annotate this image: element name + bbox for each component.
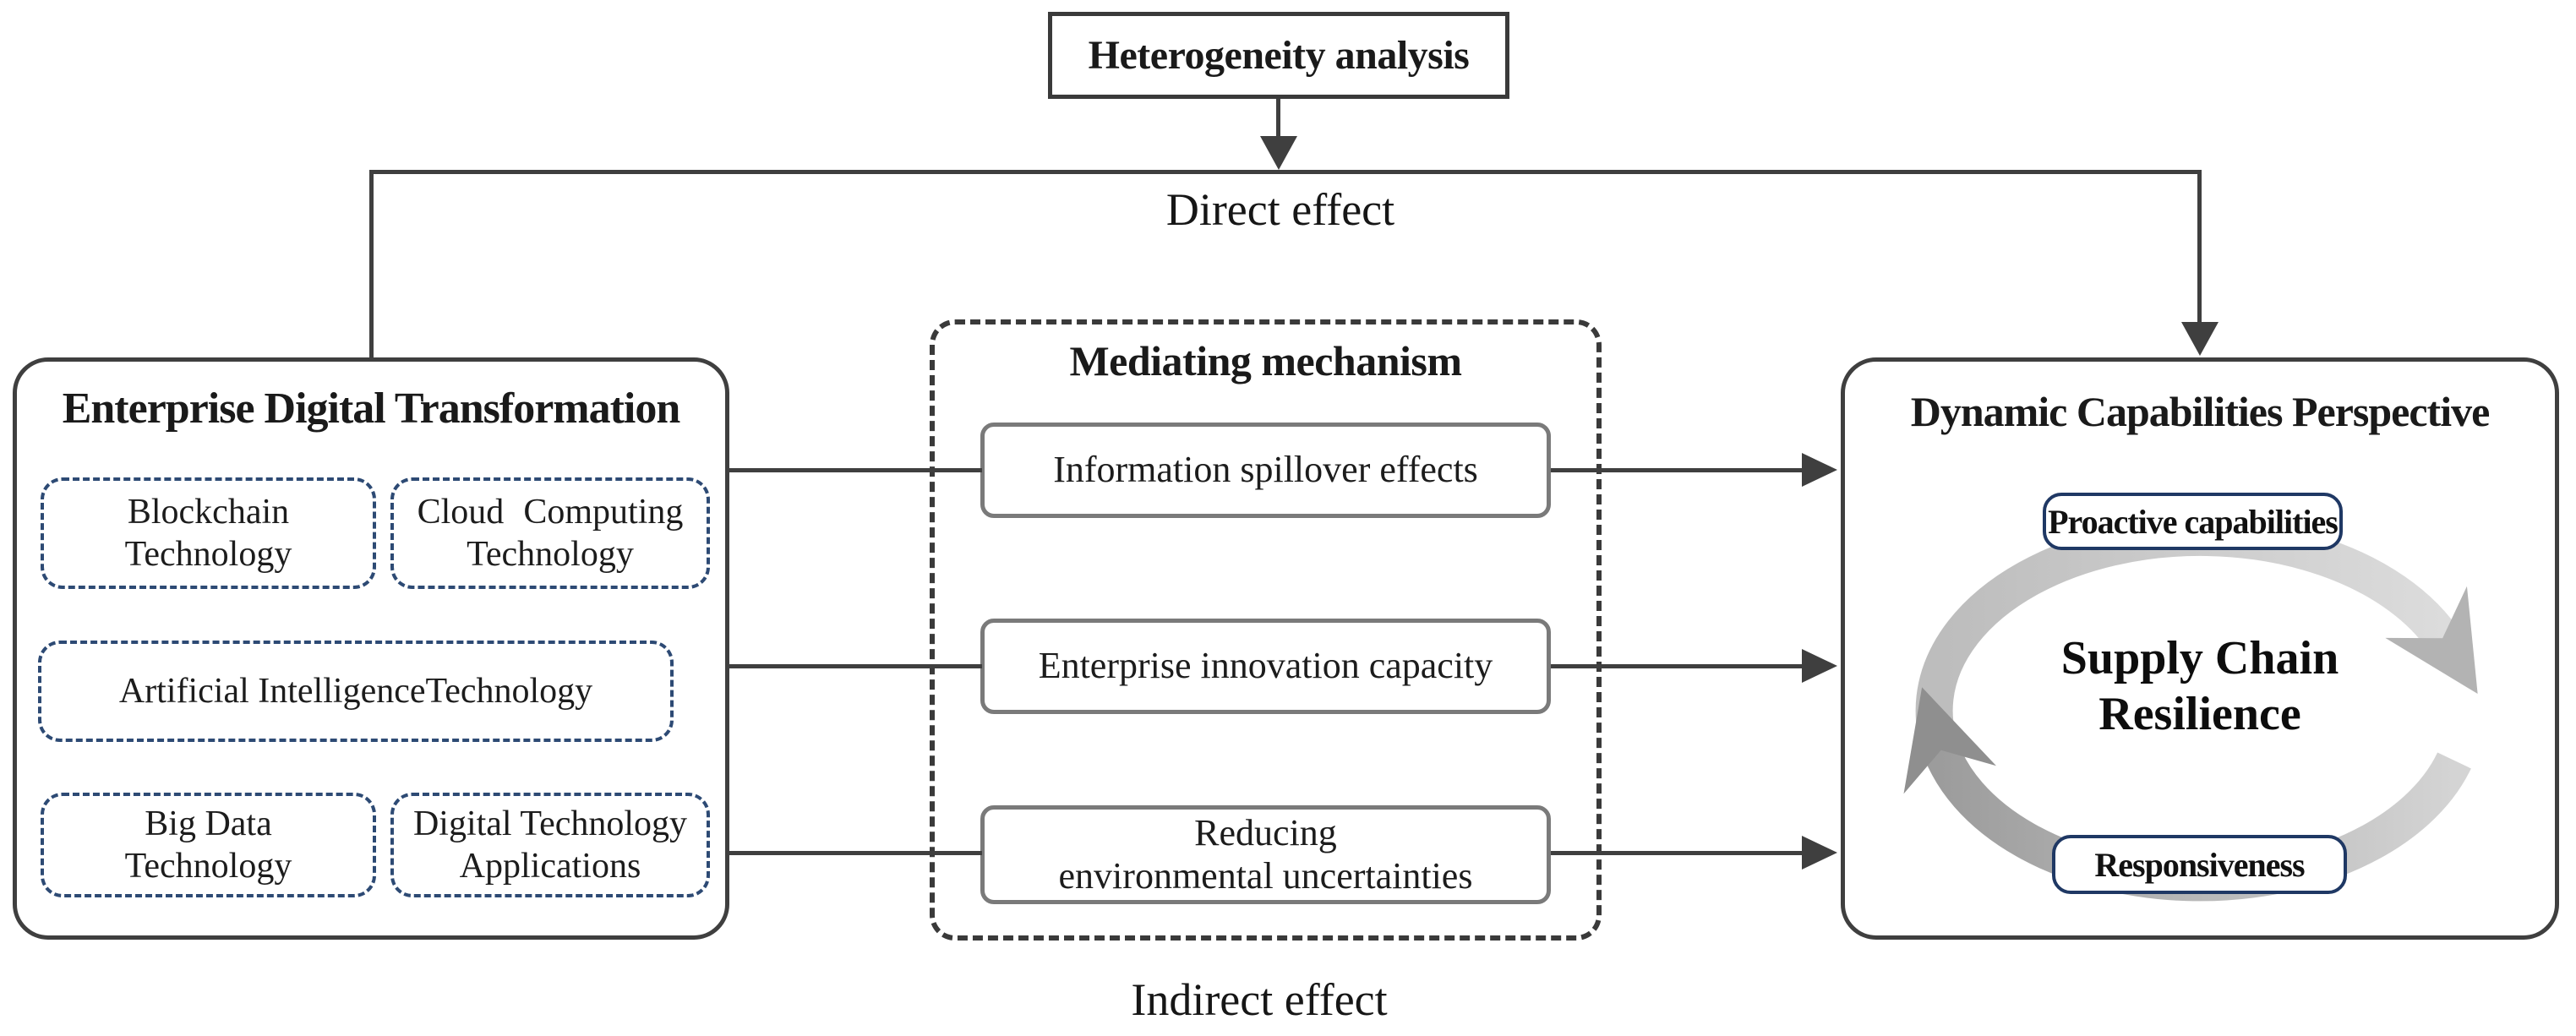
connector-mediator-3-to-dcp [1551,851,1804,855]
mediating-title: Mediating mechanism [1069,337,1462,384]
mediating-mechanism-box: Mediating mechanism Information spillove… [930,319,1602,941]
mediator-environmental-uncertainty: Reducing environmental uncertainties [980,805,1551,904]
tech-item-label: Technology [124,847,292,886]
tech-item-cloud-computing: Cloud Computing Technology [390,477,710,589]
tech-item-label: Technology [124,535,292,574]
heterogeneity-arrow-shaft [1276,99,1280,139]
edt-title: Enterprise Digital Transformation [62,384,681,433]
tech-item-label: Digital Technology [412,804,688,843]
proactive-capabilities-label: Proactive capabilities [2048,502,2339,541]
direct-effect-right-drop [2197,170,2202,324]
down-arrowhead-icon [2181,322,2219,356]
proactive-capabilities-pill: Proactive capabilities [2043,493,2343,550]
down-arrowhead-icon [1260,136,1297,170]
direct-effect-left-drop [369,170,374,359]
tech-item-digital-applications: Digital Technology Applications [390,793,710,897]
right-arrowhead-icon [1802,649,1837,683]
resilience-line: Resilience [2098,688,2301,741]
connector-edt-to-mediator-1 [728,468,982,472]
mediator-label: environmental uncertainties [1058,854,1473,897]
heterogeneity-analysis-label: Heterogeneity analysis [1088,33,1470,78]
tech-item-label: Cloud Computing [417,492,684,532]
tech-item-big-data: Big Data Technology [41,793,376,897]
supply-chain-resilience-label: Supply Chain Resilience [1845,630,2555,742]
mediator-label: Information spillover effects [1053,449,1478,491]
indirect-effect-label: Indirect effect [1131,974,1388,1025]
dcp-title: Dynamic Capabilities Perspective [1910,388,2491,435]
tech-item-artificial-intelligence: Artificial IntelligenceTechnology [38,641,674,742]
tech-item-label: Big Data [145,804,272,843]
mediator-label: Enterprise innovation capacity [1038,645,1493,687]
tech-item-blockchain: Blockchain Technology [41,477,376,589]
right-arrowhead-icon [1802,453,1837,487]
mediator-innovation-capacity: Enterprise innovation capacity [980,619,1551,714]
tech-item-label: Blockchain [127,492,290,532]
connector-edt-to-mediator-2 [728,664,982,668]
tech-item-label: Artificial IntelligenceTechnology [118,671,593,711]
tech-item-label: Technology [467,535,634,574]
supply-chain-line: Supply Chain [2060,632,2339,684]
heterogeneity-analysis-box: Heterogeneity analysis [1048,12,1509,99]
right-arrowhead-icon [1802,836,1837,870]
dynamic-capabilities-box: Dynamic Capabilities Perspective [1841,357,2559,940]
responsiveness-label: Responsiveness [2094,845,2305,884]
connector-mediator-1-to-dcp [1551,468,1804,472]
responsiveness-pill: Responsiveness [2052,835,2347,894]
direct-effect-horizontal-line [371,170,2202,174]
tech-item-label: Applications [459,847,641,886]
connector-mediator-2-to-dcp [1551,664,1804,668]
mediator-information-spillover: Information spillover effects [980,423,1551,518]
enterprise-digital-transformation-box: Enterprise Digital Transformation Blockc… [13,357,729,940]
connector-edt-to-mediator-3 [728,851,982,855]
mediator-label: Reducing [1194,811,1337,853]
direct-effect-label: Direct effect [1165,184,1395,235]
